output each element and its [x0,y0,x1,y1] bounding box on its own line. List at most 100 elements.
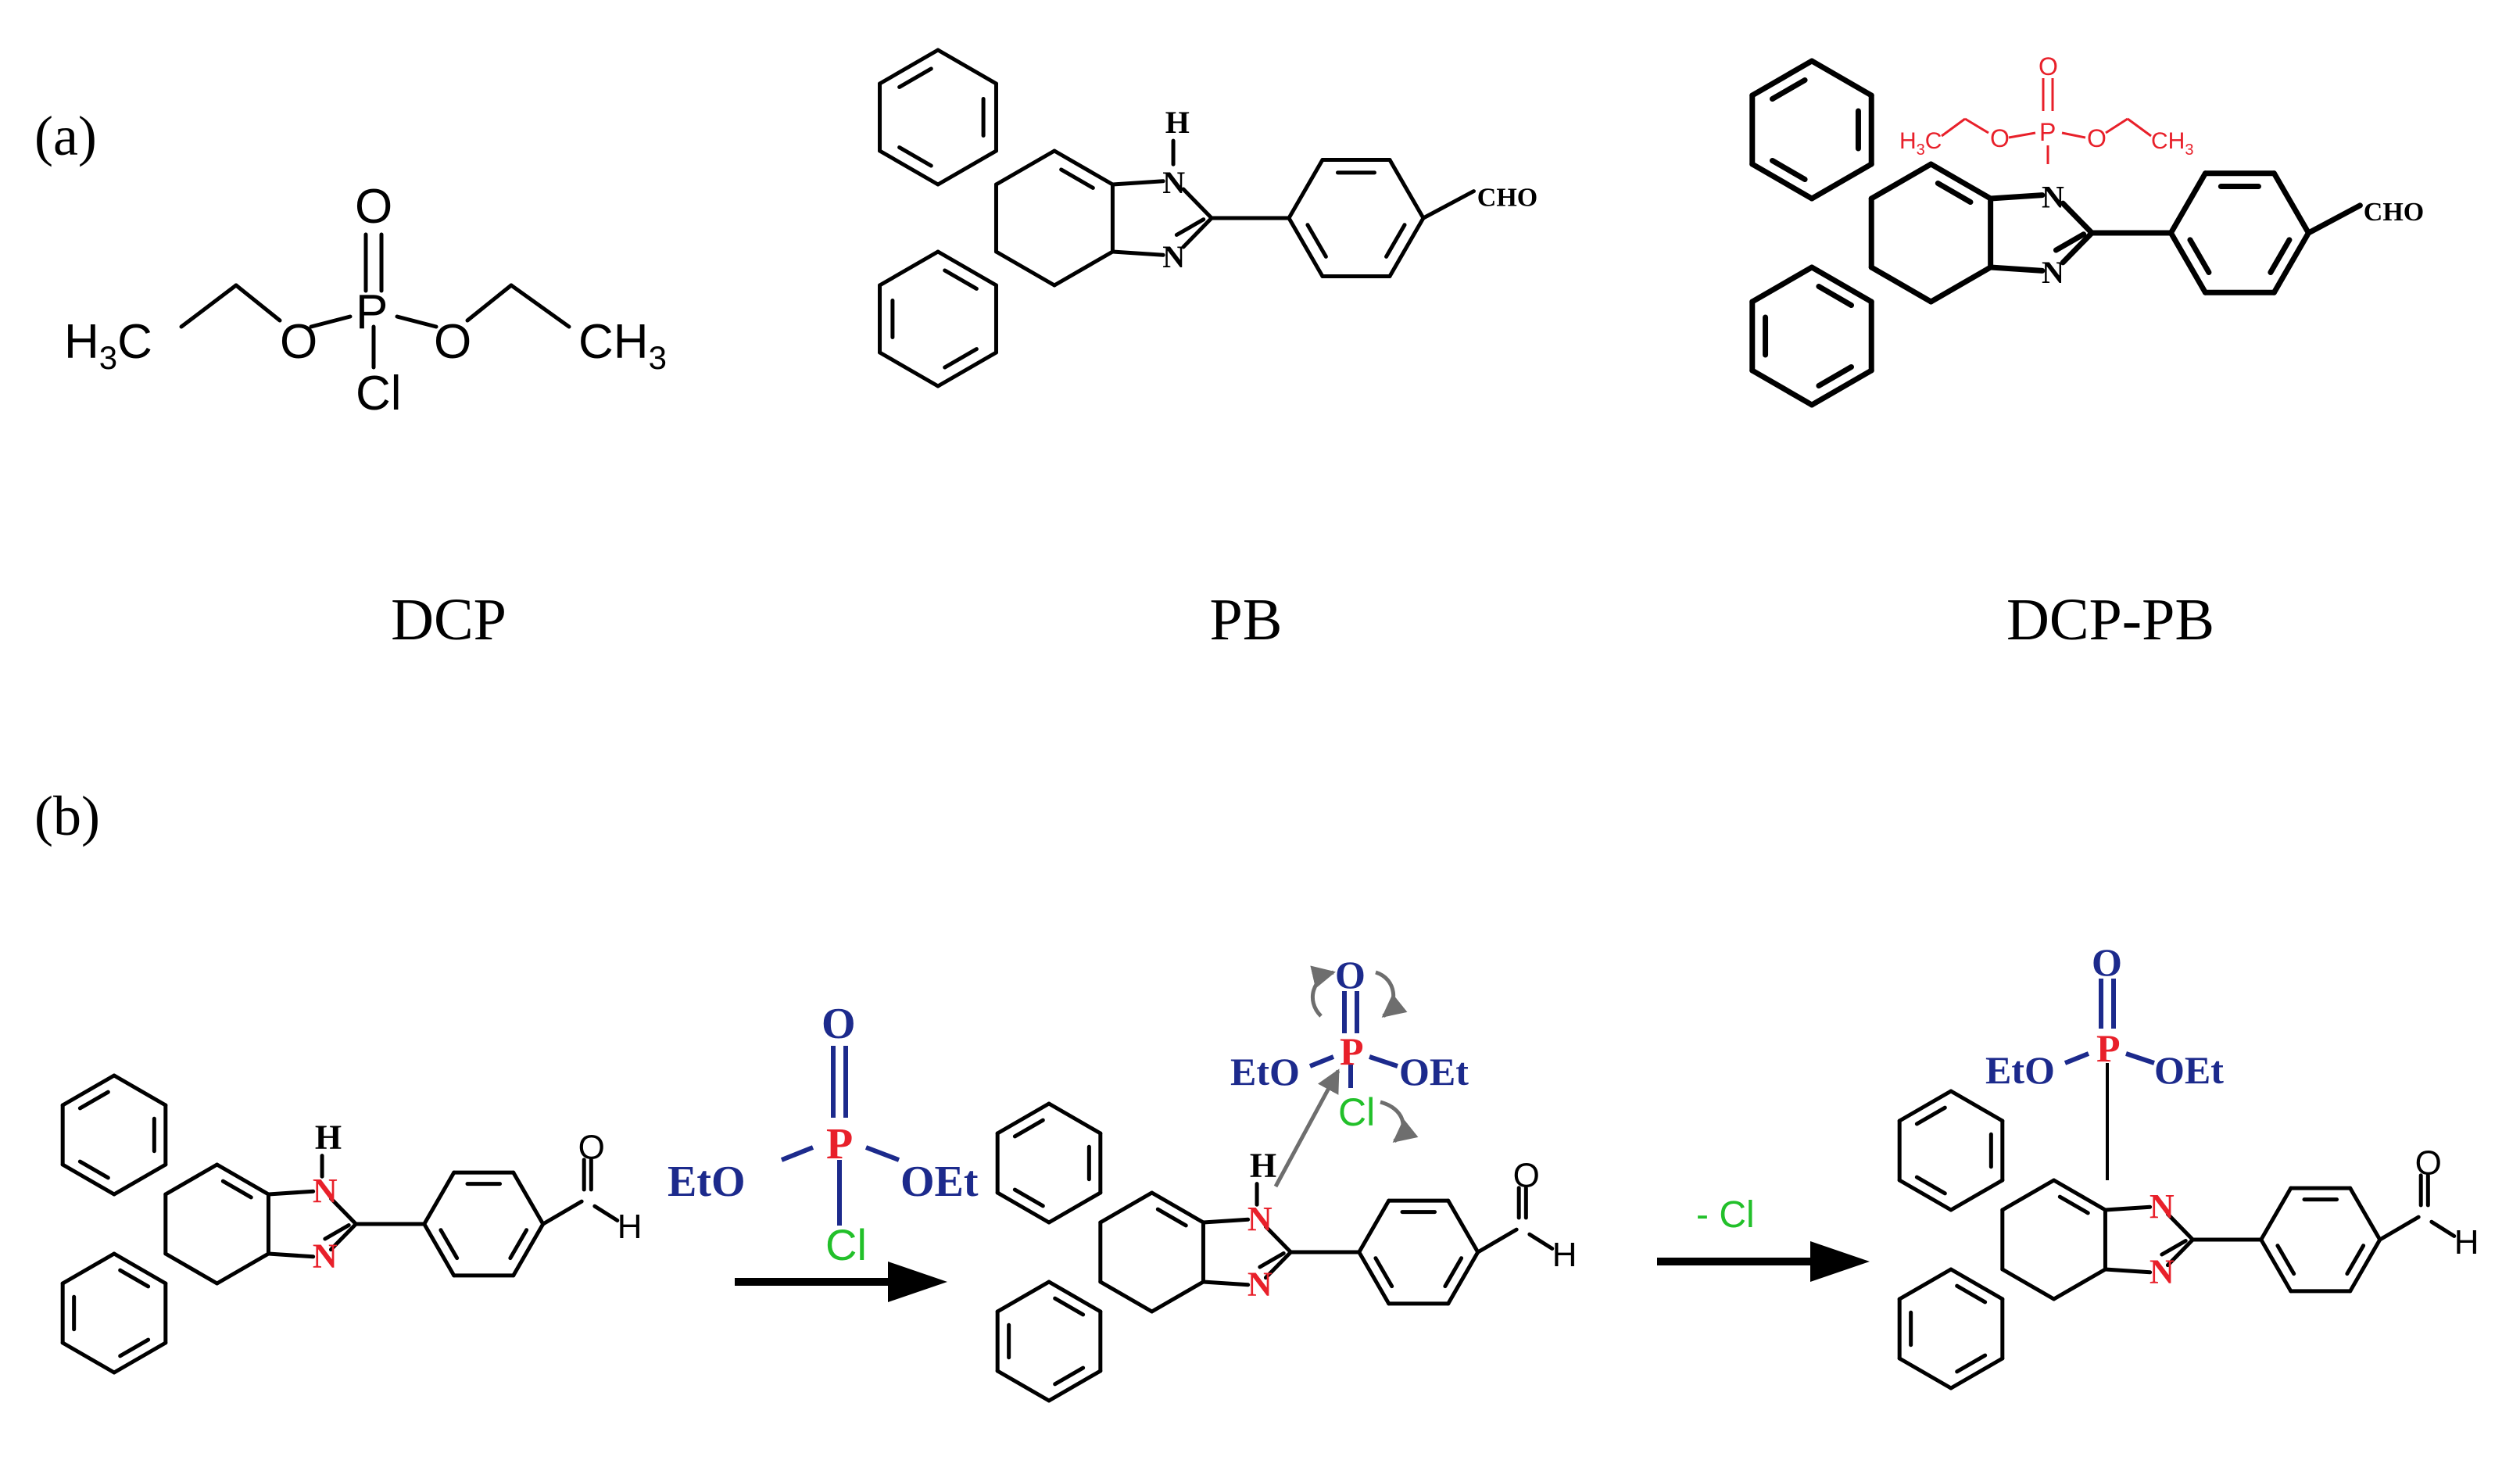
phenyl-bond [422,1222,456,1278]
phenyl-bond [1287,158,1325,220]
phenyl-bond [1357,1198,1391,1254]
phenyl-bond [2259,1237,2293,1294]
ring-central-bond [163,1162,220,1197]
intermediate-chlorine-label: Cl [1338,1090,1375,1134]
reaction-arrow-2 [1657,1241,1870,1282]
phenyl-bond [1287,216,1325,278]
ring-top-bond [936,149,998,187]
ring-top-double-bond [1012,1118,1045,1139]
phenyl-double-bond [1305,223,1328,259]
dcp-pb-methyl-left-label: H3C [1899,128,1942,159]
aldehyde-bond [2305,202,2363,236]
ring-top-bond [60,1162,116,1197]
ring-bottom-double-bond [1955,1283,1988,1305]
aldehyde-label: CHO [1477,184,1537,213]
ring-bottom-bond [878,249,940,288]
reagent-dcp: O P EtO OEt Cl [668,1000,979,1269]
dcp-pb-oxygen-right-label: O [2087,124,2107,152]
intermediate-eto-label: EtO [1230,1050,1300,1093]
caption-pb: PB [1210,587,1283,653]
ring-central-bond [1150,1190,1205,1225]
ring-central-double-bond [2057,1194,2090,1215]
dcp-methyl-left-label: H3C [64,315,152,376]
curly-arrow-chlorine [1380,1100,1419,1143]
ring-top-bond [1047,1190,1103,1225]
nitrogen-n1-label: N [313,1172,338,1210]
phenyl-bond [1446,1198,1480,1254]
reaction-arrow-1 [735,1262,947,1302]
caption-dcp-pb: DCP-PB [2006,587,2214,653]
ring-top-bond [995,1101,1051,1136]
phenyl-bond [2348,1237,2382,1294]
ring-top-bond [1749,161,1815,202]
ring-top-double-bond [897,66,933,89]
nitrogen-n3-label: N [1247,1265,1273,1303]
ring-bottom-double-bond [1955,1353,1988,1374]
imidazole-bond [1988,192,2046,202]
phenyl-bond [1357,1250,1391,1306]
aldehyde-bond [1476,1227,1519,1254]
phenyl-bond [511,1222,546,1278]
ring-central-bond [2052,1267,2107,1301]
imidazole-bond [2103,1204,2153,1212]
reagent-oxygen-label: O [822,1000,856,1048]
ring-top-bond [1809,58,1874,98]
phenyl-bond [2167,230,2208,295]
curly-arrow-left [1310,965,1336,1018]
ring-central-bond [2052,1178,2107,1212]
aldehyde-bond [2378,1215,2421,1242]
ring-top-bond [1749,58,1815,98]
imidazole-bond [266,1251,316,1259]
ring-top-double-bond [1914,1175,1947,1196]
phenyl-double-bond [2187,237,2212,276]
imidazole-double-bond [1258,1251,1286,1269]
ring-top-double-bond [1769,77,1808,102]
aldehyde-label: CHO [2364,198,2424,227]
intermediate-oxygen-label: O [1335,953,1366,997]
ring-central-bond [993,149,1057,187]
phenyl-bond [422,1170,456,1226]
phenyl-double-bond [1384,223,1407,259]
ring-top-bond [112,1162,168,1197]
imidazole-bond [2165,1212,2195,1242]
intermediate-oet-label: OEt [1399,1050,1469,1093]
dcp-pb-methyl-right-label: CH3 [2151,128,2193,159]
ring-top-bond [878,48,940,86]
ring-top-bond [878,149,940,187]
phenyl-bond [2259,1186,2293,1242]
ring-bottom-double-bond [118,1268,151,1289]
reagent-eto-label: EtO [668,1158,746,1206]
ring-top-double-bond [897,145,933,168]
dcp-oxygen-label: O [355,180,392,234]
phenyl-bond [1387,158,1426,220]
ring-central-bond [215,1251,270,1286]
ring-top-double-bond [77,1159,110,1180]
phenyl-double-bond [438,1228,460,1261]
nitrogen-n3-label: N [2042,255,2064,290]
ring-bottom-double-bond [943,268,979,291]
imidazole-bond [2103,1267,2153,1275]
nitrogen-n3-label: N [2150,1252,2175,1290]
imidazole-bond [1201,1280,1251,1287]
intermediate-phosphate-group: O P EtO OEt Cl [1230,953,1469,1188]
ring-bottom-double-bond [1053,1365,1086,1387]
ring-bottom-double-bond [1816,284,1855,309]
ring-central-bond [1052,249,1115,288]
ring-bottom-bond [1809,367,1874,408]
ring-central-bond [2000,1267,2056,1301]
product-oet-label: OEt [2154,1048,2224,1092]
imidazole-bond [1263,1250,1293,1280]
phenyl-bond [1387,216,1426,278]
ring-central-bond [993,249,1057,288]
panel-b-label: (b) [34,785,100,847]
ring-bottom-bond [1809,264,1874,305]
ring-bottom-double-bond [118,1337,151,1358]
ring-central-bond [1868,264,1934,305]
imidazole-bond [2165,1237,2195,1268]
ring-bottom-bond [878,350,940,388]
attack-arrow [1273,1068,1341,1188]
ring-bottom-bond [1897,1267,1953,1301]
